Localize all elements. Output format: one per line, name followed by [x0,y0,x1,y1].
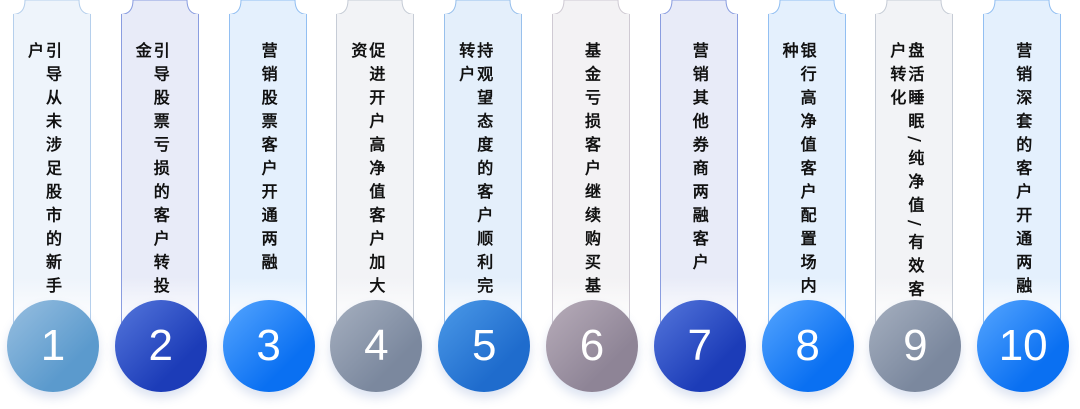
pillar-label: 营销股票客户开通两融 [258,42,278,277]
pillar-card: 促进开户高净值客户加大投资 [336,14,415,324]
pillar-item: 基金亏损客户继续购买基金 6 [539,0,647,409]
number-badge: 1 [7,300,99,392]
pillar-card: 持观望态度的客户顺利完成转户 [444,14,523,324]
pillar-item: 促进开户高净值客户加大投资 4 [323,0,431,409]
number-text: 1 [40,321,66,370]
pillar-item: 营销其他券商两融客户 7 [647,0,755,409]
number-badge: 3 [222,300,315,392]
number-text: 2 [148,321,174,370]
pillar-notch [228,0,307,15]
number-badge: 4 [330,300,423,392]
number-text: 3 [256,321,281,370]
number-text: 7 [687,321,713,370]
pillar-card: 银行高净值客户配置场内品种 [767,14,846,324]
pillar-notch [659,0,738,15]
number-badge: 6 [546,300,638,392]
pillar-label: 引导从未涉足股市的新手开户 [25,42,62,324]
number-badge: 5 [438,300,531,392]
pillar-label: 银行高净值客户配置场内品种 [779,42,817,324]
pillar-card: 营销股票客户开通两融 [228,14,307,324]
pillar-item: 引导从未涉足股市的新手开户 1 [0,0,108,409]
pillar-item: 引导股票亏损的客户转投基金 2 [108,0,216,409]
number-badge: 7 [653,300,746,392]
number-badge: 8 [761,300,854,392]
pillar-item: 持观望态度的客户顺利完成转户 5 [431,0,539,409]
pillar-notch [13,0,91,15]
pillar-label: 促进开户高净值客户加大投资 [348,42,386,324]
pillar-item: 营销股票客户开通两融 3 [216,0,324,409]
pillar-label: 营销深套的客户开通两融 [1013,42,1033,301]
pillar-card: 营销深套的客户开通两融 [983,14,1062,324]
number-badge: 10 [977,300,1070,392]
pillar-notch [875,0,954,15]
pillar-notch [983,0,1062,15]
number-text: 6 [579,321,605,370]
pillar-notch [552,0,630,15]
number-badge: 2 [114,300,207,392]
pillar-card: 引导从未涉足股市的新手开户 [13,14,91,324]
number-text: 4 [364,321,389,370]
pillar-notch [336,0,415,15]
pillar-label: 基金亏损客户继续购买基金 [582,42,601,324]
pillar-notch [767,0,846,15]
number-badge: 9 [869,300,962,392]
number-text: 10 [998,321,1048,370]
pillar-notch [120,0,199,15]
pillar-item: 盘活睡眠/纯净值/有效客户转化 9 [862,0,970,409]
pillar-item: 营销深套的客户开通两融 10 [970,0,1078,409]
pillar-notch [444,0,523,15]
pillar-card: 营销其他券商两融客户 [659,14,738,324]
pillar-card: 盘活睡眠/纯净值/有效客户转化 [875,14,954,324]
number-text: 5 [471,321,497,370]
pillar-label: 盘活睡眠/纯净值/有效客户转化 [887,42,925,304]
pillar-label: 持观望态度的客户顺利完成转户 [456,42,494,324]
pillar-label: 引导股票亏损的客户转投基金 [132,42,170,324]
number-text: 8 [795,321,820,370]
number-text: 9 [903,321,928,370]
pillar-label: 营销其他券商两融客户 [689,42,709,277]
pillar-card: 基金亏损客户继续购买基金 [552,14,630,324]
pillar-item: 银行高净值客户配置场内品种 8 [755,0,863,409]
pillar-card: 引导股票亏损的客户转投基金 [120,14,199,324]
